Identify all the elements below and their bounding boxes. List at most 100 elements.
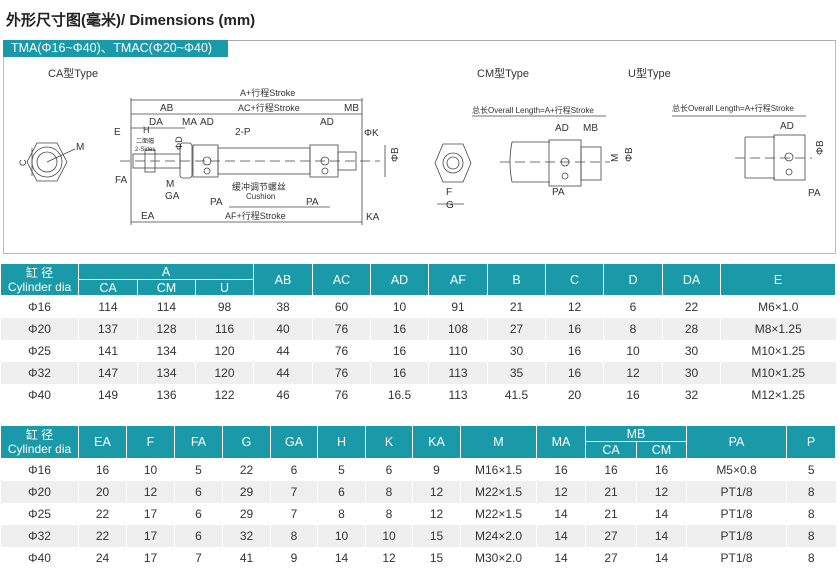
table-cell: 35 xyxy=(487,362,546,384)
dim-label: KA xyxy=(366,212,380,223)
table-cell: 14 xyxy=(317,547,366,569)
table-cell: 27 xyxy=(585,547,637,569)
header-p: P xyxy=(786,425,836,459)
table-cell: 16 xyxy=(545,340,604,362)
header-cn: 缸 径 xyxy=(25,265,54,280)
hex-nut-front-view xyxy=(434,143,472,183)
table-cell: 15 xyxy=(412,547,461,569)
table-cell: 20 xyxy=(545,384,604,406)
table-cell: 12 xyxy=(545,295,604,318)
table-cell: 7 xyxy=(270,481,318,503)
cylinder-dia-cell: Φ20 xyxy=(0,481,79,503)
table-cell: 16 xyxy=(603,384,663,406)
table-cell: 22 xyxy=(662,295,721,318)
table-cell: 147 xyxy=(78,362,138,384)
dim-label: H xyxy=(143,125,150,135)
table-cell: 22 xyxy=(78,525,127,547)
table-cell: 122 xyxy=(194,384,254,406)
dim-label: AD xyxy=(320,117,334,128)
table-cell: M6×1.0 xyxy=(720,295,836,318)
table-cell: 44 xyxy=(253,340,313,362)
table-cell: 116 xyxy=(194,318,254,340)
dim-label: PA xyxy=(306,197,319,208)
cylinder-dia-cell: Φ40 xyxy=(0,384,79,406)
header-ka: KA xyxy=(412,425,461,459)
table-cell: 38 xyxy=(253,295,313,318)
ca-type-label: CA型Type xyxy=(48,66,98,80)
cylinder-dia-cell: Φ20 xyxy=(0,318,79,340)
table-cell: 10 xyxy=(317,525,366,547)
table-cell: M10×1.25 xyxy=(720,362,836,384)
cylinder-dia-cell: Φ32 xyxy=(0,525,79,547)
header-d: D xyxy=(603,263,664,296)
dimension-drawing: CA型Type M C xyxy=(18,66,826,225)
dim-label: M xyxy=(166,179,174,190)
table-cell: 27 xyxy=(585,525,637,547)
dim-label: EA xyxy=(141,211,155,222)
table-cell: 113 xyxy=(428,384,488,406)
table-cell: 29 xyxy=(222,503,271,525)
table-cell: 134 xyxy=(137,362,196,384)
dim-label: E xyxy=(114,127,121,138)
table-cell: 28 xyxy=(662,318,721,340)
header-ea: EA xyxy=(78,425,127,459)
table-cell: 14 xyxy=(636,547,687,569)
dim-label: ΦB xyxy=(624,147,635,162)
table-cell: 22 xyxy=(222,458,271,481)
table-cell: 60 xyxy=(312,295,371,318)
cylinder-dia-cell: Φ16 xyxy=(0,458,79,481)
table-cell: 12 xyxy=(636,481,687,503)
dim-label: MA xyxy=(182,117,197,128)
dim-label: AB xyxy=(160,103,174,114)
dim-label: ΦD xyxy=(174,136,184,150)
table-cell: 9 xyxy=(412,458,461,481)
table-cell: 32 xyxy=(222,525,271,547)
table-cell: 21 xyxy=(487,295,546,318)
header-ab: AB xyxy=(253,263,314,296)
table-cell: 8 xyxy=(365,481,413,503)
cm-type-label: CM型Type xyxy=(477,66,529,80)
hex-nut-front-view xyxy=(26,142,68,182)
table-cell: 27 xyxy=(487,318,546,340)
dim-label: AF+行程Stroke xyxy=(225,210,286,221)
table-cell: 113 xyxy=(428,362,488,384)
dim-label: C xyxy=(18,159,28,166)
table-cell: 10 xyxy=(370,295,429,318)
dim-label: 缓冲调节螺丝 xyxy=(232,181,286,192)
dim-label: A+行程Stroke xyxy=(240,87,295,98)
table-cell: 120 xyxy=(194,340,254,362)
table-cell: 14 xyxy=(536,525,586,547)
table-cell: PT1/8 xyxy=(686,525,787,547)
header-a-ca: CA xyxy=(78,279,138,296)
header-en: Cylinder dia xyxy=(7,442,72,456)
table-cell: 14 xyxy=(536,547,586,569)
table-cell: 21 xyxy=(585,503,637,525)
table-cell: 108 xyxy=(428,318,488,340)
table-cell: 17 xyxy=(126,525,175,547)
dim-label: DA xyxy=(149,117,163,128)
table-cell: 5 xyxy=(317,458,366,481)
dim-label: 二面幅 xyxy=(136,137,154,145)
cylinder-dia-cell: Φ16 xyxy=(0,295,79,318)
table-cell: 17 xyxy=(126,503,175,525)
table-cell: PT1/8 xyxy=(686,503,787,525)
header-a-u: U xyxy=(194,279,255,296)
table-cell: 41 xyxy=(222,547,271,569)
u-type-drawing: U型Type 总长Overall Length=A+行程Stroke AD ΦB… xyxy=(628,66,826,199)
dim-label: GA xyxy=(165,191,180,202)
table-cell: 15 xyxy=(412,525,461,547)
dim-label: AC+行程Stroke xyxy=(238,102,300,113)
table-cell: 5 xyxy=(786,458,836,481)
dim-label: AD xyxy=(555,123,569,134)
header-c: C xyxy=(545,263,605,296)
table-cell: M5×0.8 xyxy=(686,458,787,481)
table-cell: 8 xyxy=(317,503,366,525)
